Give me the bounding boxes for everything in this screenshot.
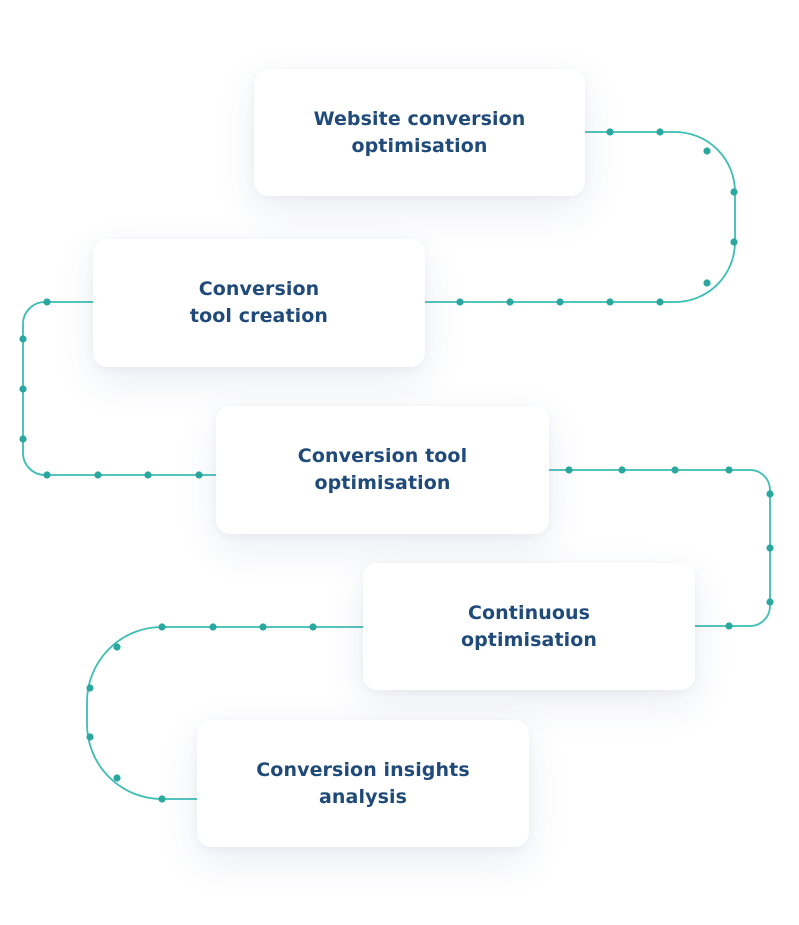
connector-dot <box>656 128 664 136</box>
connector-dot <box>671 466 679 474</box>
connector-dot <box>19 385 27 393</box>
connector-dot <box>506 298 514 306</box>
connector-dot <box>618 466 626 474</box>
connector-dot <box>730 238 738 246</box>
step-label: Conversion tool optimisation <box>297 445 468 494</box>
connector-dot <box>86 684 94 692</box>
connector-dot <box>19 435 27 443</box>
connector-step-4-to-5 <box>86 626 363 800</box>
step-card-conversion-tool-optimisation: Conversion tool optimisation <box>216 406 549 534</box>
step-card-continuous-optimisation: Continuous optimisation <box>363 563 695 690</box>
connector-dot <box>94 471 102 479</box>
connector-dot <box>606 298 614 306</box>
step-label: Conversion insights analysis <box>256 758 470 808</box>
connector-dot <box>158 795 166 803</box>
connector-dot <box>766 490 774 498</box>
connector-dot <box>456 298 464 306</box>
step-label: Website conversion optimisation <box>313 107 526 157</box>
connector-dot <box>19 335 27 343</box>
step-card-conversion-tool-creation: Conversion tool creation <box>93 239 425 367</box>
connector-dot <box>144 471 152 479</box>
connector-dot <box>43 298 51 306</box>
connector-dot <box>556 298 564 306</box>
step-label: Continuous optimisation <box>460 601 598 651</box>
connector-dot <box>606 128 614 136</box>
connector-dot <box>766 544 774 552</box>
connector-dot <box>259 623 267 631</box>
connector-dot <box>730 188 738 196</box>
connector-dot <box>725 466 733 474</box>
step-card-conversion-insights-analysis: Conversion insights analysis <box>197 720 529 847</box>
connector-dot <box>86 733 94 741</box>
connector-dot <box>725 622 733 630</box>
connector-dot <box>565 466 573 474</box>
step-label: Conversion tool creation <box>189 278 329 327</box>
connector-dot <box>766 598 774 606</box>
connector-dot <box>43 471 51 479</box>
connector-step-1-to-2 <box>425 131 736 303</box>
connector-dot <box>703 279 711 287</box>
connector-dot <box>113 643 121 651</box>
connector-dot <box>195 471 203 479</box>
connector-dot <box>309 623 317 631</box>
step-card-website-conversion-optimisation: Website conversion optimisation <box>254 69 585 196</box>
connector-dot <box>656 298 664 306</box>
connector-dot <box>703 147 711 155</box>
connector-dot <box>209 623 217 631</box>
connector-dot <box>113 774 121 782</box>
connector-dot <box>158 623 166 631</box>
